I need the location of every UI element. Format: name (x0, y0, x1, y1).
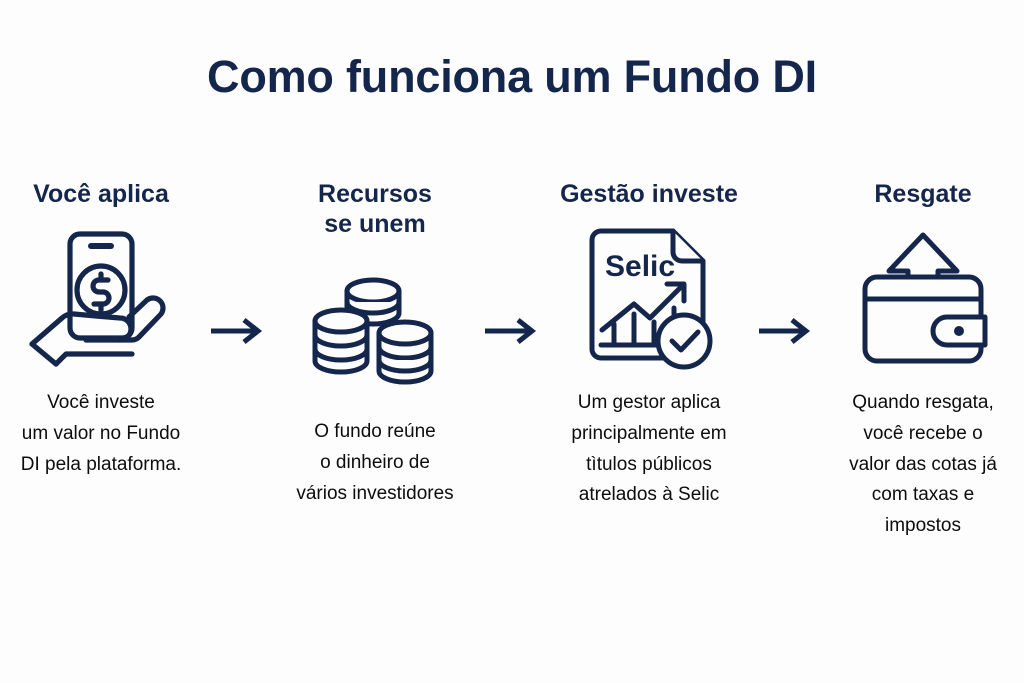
step-gestao-investe: Gestão investe Selic (543, 180, 755, 511)
arrow-right-1 (207, 180, 269, 344)
step-2-heading: Recursos se unem (318, 180, 432, 238)
page-title: Como funciona um Fundo DI (207, 51, 817, 102)
step-recursos-se-unem: Recursos se unem (269, 180, 481, 509)
selic-document-chart-icon: Selic (574, 224, 724, 374)
wallet-withdraw-icon (855, 224, 991, 374)
step-4-caption: Quando resgata, você recebe o valor das … (849, 392, 997, 537)
step-1-heading: Você aplica (33, 180, 169, 208)
step-3-heading: Gestão investe (560, 180, 738, 208)
step-4-heading: Resgate (874, 180, 972, 208)
step-2-caption: O fundo reúne o dinheiro de vários inves… (296, 421, 454, 504)
hand-phone-money-icon (26, 224, 176, 374)
step-3-caption: Um gestor aplica principalmente em tìtul… (571, 392, 727, 506)
selic-label: Selic (605, 250, 675, 283)
step-voce-aplica: Você aplica (0, 180, 207, 480)
coin-stacks-icon (309, 253, 441, 403)
step-resgate: Resgate Quando resgata, você recebe o va… (817, 180, 1024, 542)
arrow-right-2 (481, 180, 543, 344)
arrow-right-3 (755, 180, 817, 344)
steps-row: Você aplica (0, 180, 1024, 542)
step-1-caption: Você investe um valor no Fundo DI pela p… (20, 392, 182, 475)
